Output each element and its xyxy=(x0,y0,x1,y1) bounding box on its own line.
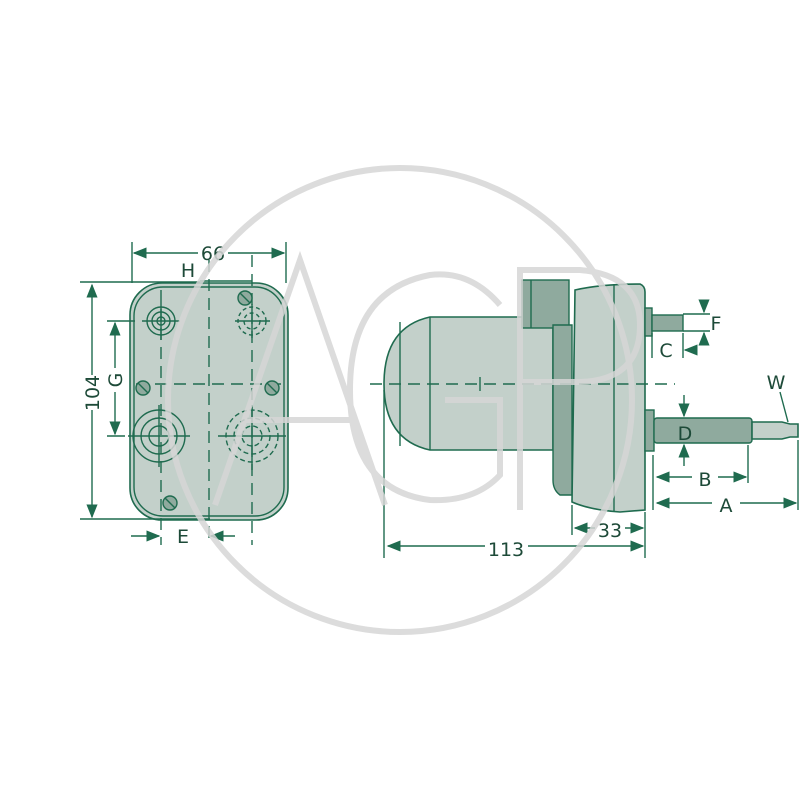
front-view: 66 H 104 G E xyxy=(80,242,289,548)
dim-a: A xyxy=(720,495,733,517)
output-shaft xyxy=(653,417,753,444)
dim-d: D xyxy=(678,423,693,445)
side-view: 113 33 A B D F C W xyxy=(370,279,799,561)
dim-f: F xyxy=(711,313,722,335)
shaft-hole xyxy=(128,405,190,467)
flange xyxy=(552,324,573,496)
shaft-tip xyxy=(751,421,799,440)
dim-gearbox: 33 xyxy=(598,520,622,542)
dim-e: E xyxy=(177,526,189,548)
watermark-logo xyxy=(165,165,644,635)
dim-w: W xyxy=(767,372,786,394)
dim-length: 113 xyxy=(488,539,524,561)
shaft-upper xyxy=(651,314,684,332)
small-hole-hidden xyxy=(235,304,270,338)
dim-g: G xyxy=(105,373,127,388)
dim-h: H xyxy=(181,260,195,282)
small-hole xyxy=(142,302,180,340)
dim-b: B xyxy=(698,469,711,491)
screws xyxy=(135,290,280,511)
dim-c: C xyxy=(659,340,672,362)
shaft-hole-hidden xyxy=(218,405,286,470)
terminal-block xyxy=(521,279,570,329)
dim-height: 104 xyxy=(82,375,104,411)
